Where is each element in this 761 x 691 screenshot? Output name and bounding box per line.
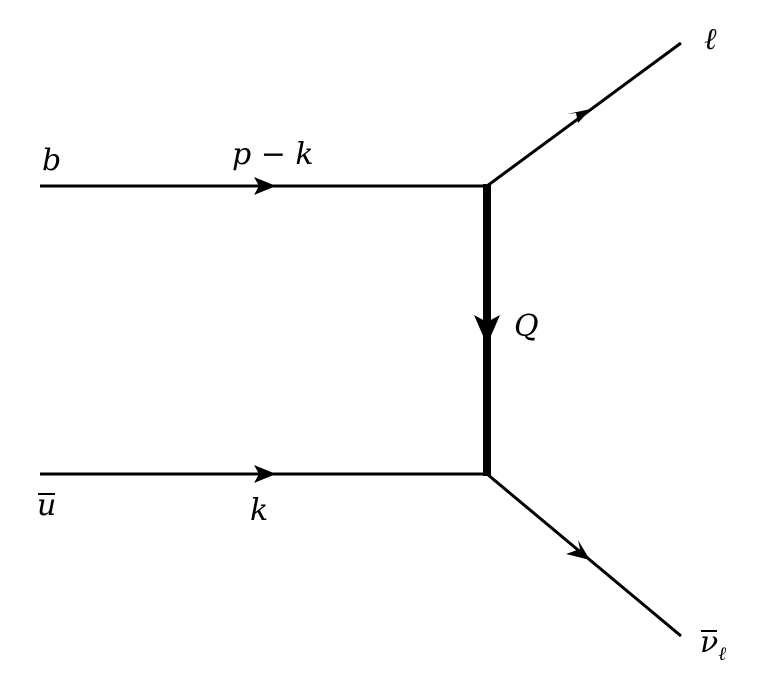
q-propagator-arrow [474,315,500,345]
label-nu-bar-ell: νℓ [700,625,726,664]
nu-bar-symbol: ν [700,625,719,660]
label-k: k [250,493,269,528]
label-u-bar: u [37,491,56,521]
b-quark-arrow [254,177,276,195]
label-ell: ℓ [704,22,717,57]
label-q: Q [514,309,539,344]
antineutrino-arrow [566,540,590,560]
nu-subscript: ℓ [718,643,727,665]
u-antiquark-arrow [254,465,276,483]
lepton-arrow [567,109,591,123]
label-p-minus-k: p − k [232,137,314,172]
label-b: b [42,143,62,178]
u-bar-symbol: u [37,488,57,523]
